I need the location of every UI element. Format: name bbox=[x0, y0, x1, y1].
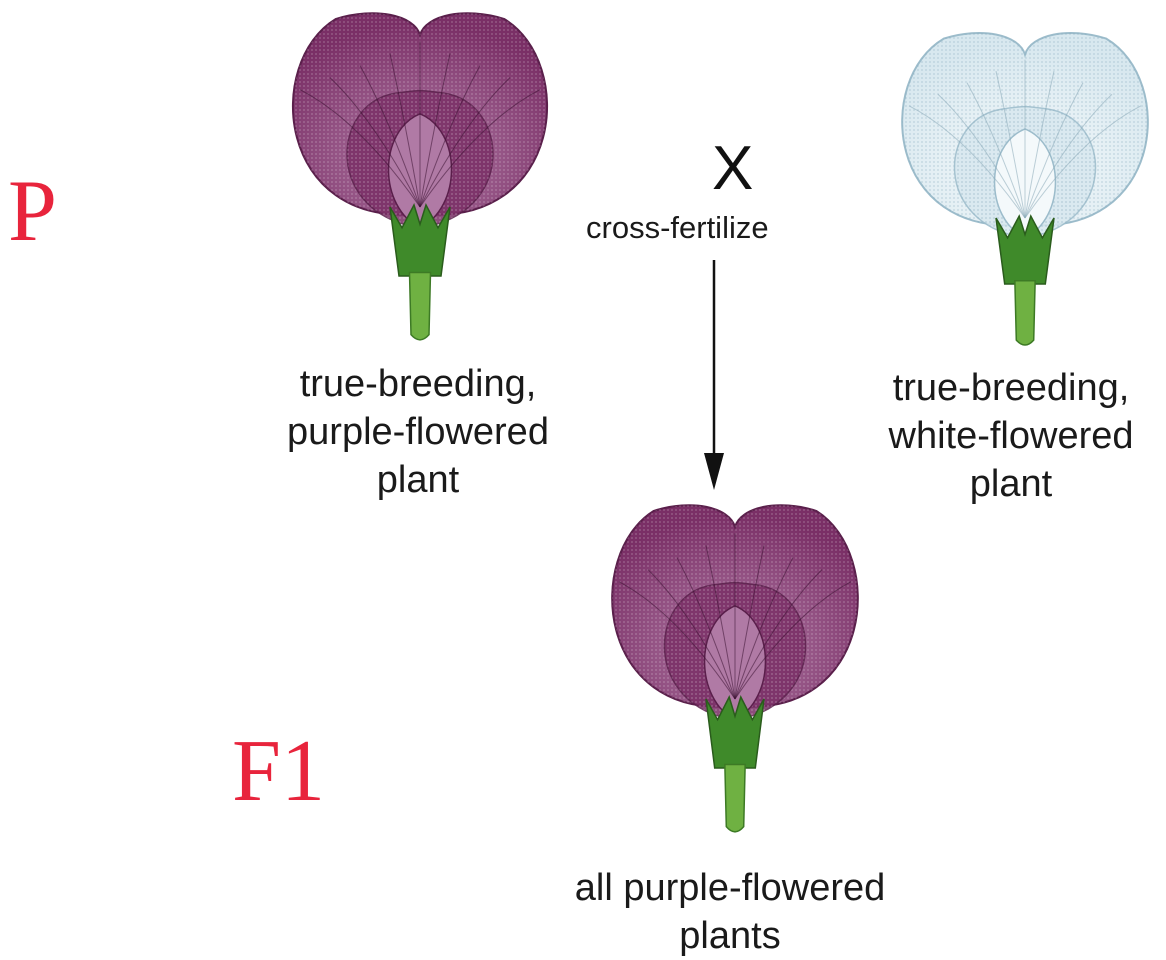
caption-line: white-flowered bbox=[846, 412, 1166, 460]
white-parent-caption: true-breeding, white-flowered plant bbox=[846, 364, 1166, 508]
caption-line: true-breeding, bbox=[846, 364, 1166, 412]
caption-line: purple-flowered bbox=[228, 408, 608, 456]
caption-line: plant bbox=[228, 456, 608, 504]
generation-label-f1: F1 bbox=[232, 728, 325, 816]
cross-fertilize-label: cross-fertilize bbox=[586, 212, 769, 243]
offspring-caption: all purple-flowered plants bbox=[500, 864, 960, 960]
generation-label-p: P bbox=[8, 168, 57, 256]
purple-flower-offspring bbox=[590, 492, 880, 837]
caption-line: plants bbox=[500, 912, 960, 960]
caption-line: all purple-flowered bbox=[500, 864, 960, 912]
caption-line: plant bbox=[846, 460, 1166, 508]
caption-line: true-breeding, bbox=[228, 360, 608, 408]
cross-arrow bbox=[700, 258, 730, 498]
purple-parent-caption: true-breeding, purple-flowered plant bbox=[228, 360, 608, 504]
purple-flower-parent bbox=[270, 0, 570, 345]
white-flower-parent bbox=[880, 20, 1166, 350]
cross-symbol: X bbox=[712, 138, 753, 200]
